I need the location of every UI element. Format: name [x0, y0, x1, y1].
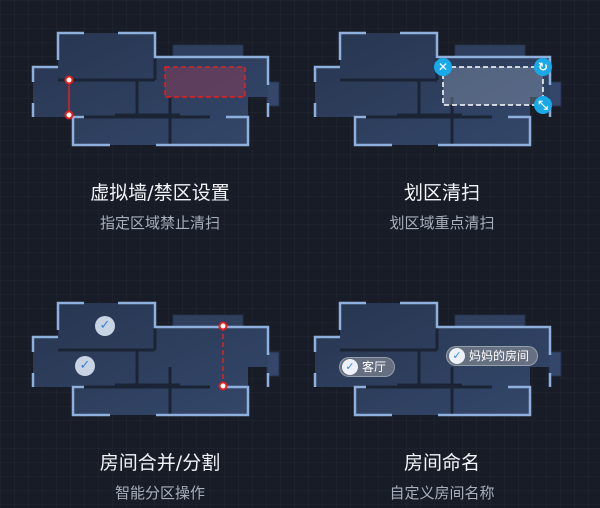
room-name: 客厅: [362, 360, 387, 374]
close-icon[interactable]: ✕: [434, 58, 452, 76]
rotate-icon[interactable]: ↻: [534, 58, 552, 76]
check-icon[interactable]: ✓: [95, 316, 115, 336]
virtual-wall-handle[interactable]: [64, 75, 74, 85]
check-icon: ✓: [449, 348, 465, 364]
feature-subtitle: 划区域重点清扫: [389, 214, 495, 232]
feature-title: 划区清扫: [403, 182, 480, 204]
floor-plan-3: [31, 301, 281, 417]
room-name: 妈妈的房间: [469, 349, 530, 363]
feature-title: 房间合并/分割: [99, 452, 221, 474]
room-label-living-room[interactable]: ✓ 客厅: [339, 357, 396, 377]
feature-subtitle: 智能分区操作: [114, 484, 205, 502]
split-handle[interactable]: [218, 381, 228, 391]
cleaning-zone[interactable]: [442, 66, 544, 106]
feature-subtitle: 自定义房间名称: [389, 484, 495, 502]
feature-title: 虚拟墙/禁区设置: [90, 182, 230, 204]
check-icon: ✓: [342, 359, 358, 375]
room-label-mom-room[interactable]: ✓ 妈妈的房间: [446, 346, 539, 366]
split-handle[interactable]: [218, 321, 228, 331]
check-icon[interactable]: ✓: [75, 356, 95, 376]
virtual-wall-handle[interactable]: [64, 110, 74, 120]
feature-title: 房间命名: [403, 452, 480, 474]
feature-subtitle: 指定区域禁止清扫: [99, 214, 220, 232]
resize-icon[interactable]: ⤡: [534, 96, 552, 114]
no-go-zone[interactable]: [164, 66, 246, 98]
